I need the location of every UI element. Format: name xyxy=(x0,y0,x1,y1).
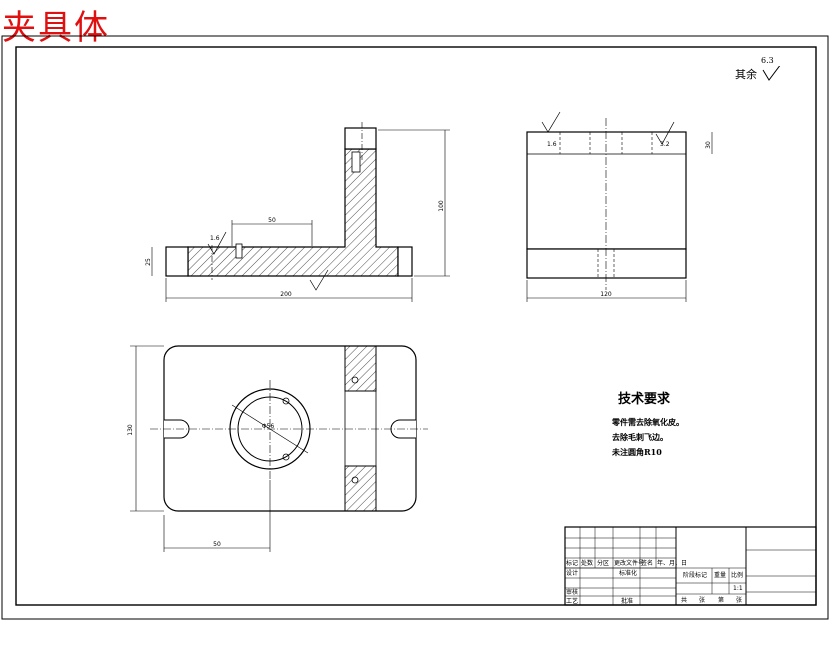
tb-cell: 标准化 xyxy=(619,570,638,577)
dim-front-base: 25 xyxy=(145,258,152,266)
roughness-mark: 3.2 xyxy=(660,141,670,148)
dim-side-top: 30 xyxy=(705,141,712,149)
tb-cell: 标记 xyxy=(566,560,579,567)
tb-cell: 比例 xyxy=(731,572,744,579)
roughness-value: 6.3 xyxy=(761,56,774,65)
tb-scale: 1:1 xyxy=(733,585,743,592)
tb-cell: 设计 xyxy=(566,570,579,577)
dim-front-width: 200 xyxy=(280,291,292,298)
roughness-mark: 1.6 xyxy=(547,141,557,148)
tb-cell: 第 xyxy=(718,597,725,604)
tb-cell: 分区 xyxy=(597,560,610,567)
tb-cell: 签名 xyxy=(641,560,654,567)
side-view xyxy=(526,111,713,302)
tech-line: 零件需去除氧化皮。 xyxy=(612,417,684,427)
roughness-mark: 1.6 xyxy=(210,235,220,242)
tb-cell: 张 xyxy=(699,597,706,604)
tech-heading: 技术要求 xyxy=(618,392,671,407)
tb-cell: 重量 xyxy=(714,572,727,579)
tb-cell: 阶段标记 xyxy=(683,572,708,579)
dim-plan-height: 130 xyxy=(127,424,134,436)
outer-border xyxy=(1,35,829,620)
plan-view xyxy=(130,345,428,552)
tb-cell: 批准 xyxy=(621,598,634,605)
tb-cell: 更改文件号 xyxy=(614,560,645,567)
tb-cell: 张 xyxy=(736,597,743,604)
tech-line: 未注圆角R10 xyxy=(612,447,662,457)
surface-roughness-note: 其余 6.3 xyxy=(735,56,783,84)
tb-cell: 年、月、日 xyxy=(657,560,688,567)
front-view xyxy=(151,122,450,302)
tb-cell: 审核 xyxy=(566,589,579,596)
roughness-symbol-icon xyxy=(762,63,781,81)
technical-requirements: 技术要求 零件需去除氧化皮。 去除毛刺飞边。 未注圆角R10 xyxy=(612,388,684,460)
inner-border xyxy=(15,46,817,606)
title-block xyxy=(564,526,817,606)
drawing-title: 夹具体 xyxy=(2,8,110,48)
dim-front-step: 50 xyxy=(268,217,276,224)
roughness-label: 其余 xyxy=(735,68,757,81)
dim-side-width: 120 xyxy=(600,291,612,298)
dim-plan-circle: Φ56 xyxy=(262,423,275,430)
tb-cell: 工艺 xyxy=(566,598,579,605)
dim-front-height: 100 xyxy=(438,200,445,212)
tb-cell: 处数 xyxy=(581,560,594,567)
tech-line: 去除毛刺飞边。 xyxy=(612,432,668,442)
tb-cell: 共 xyxy=(681,597,688,604)
dim-plan-offset: 50 xyxy=(213,541,221,548)
